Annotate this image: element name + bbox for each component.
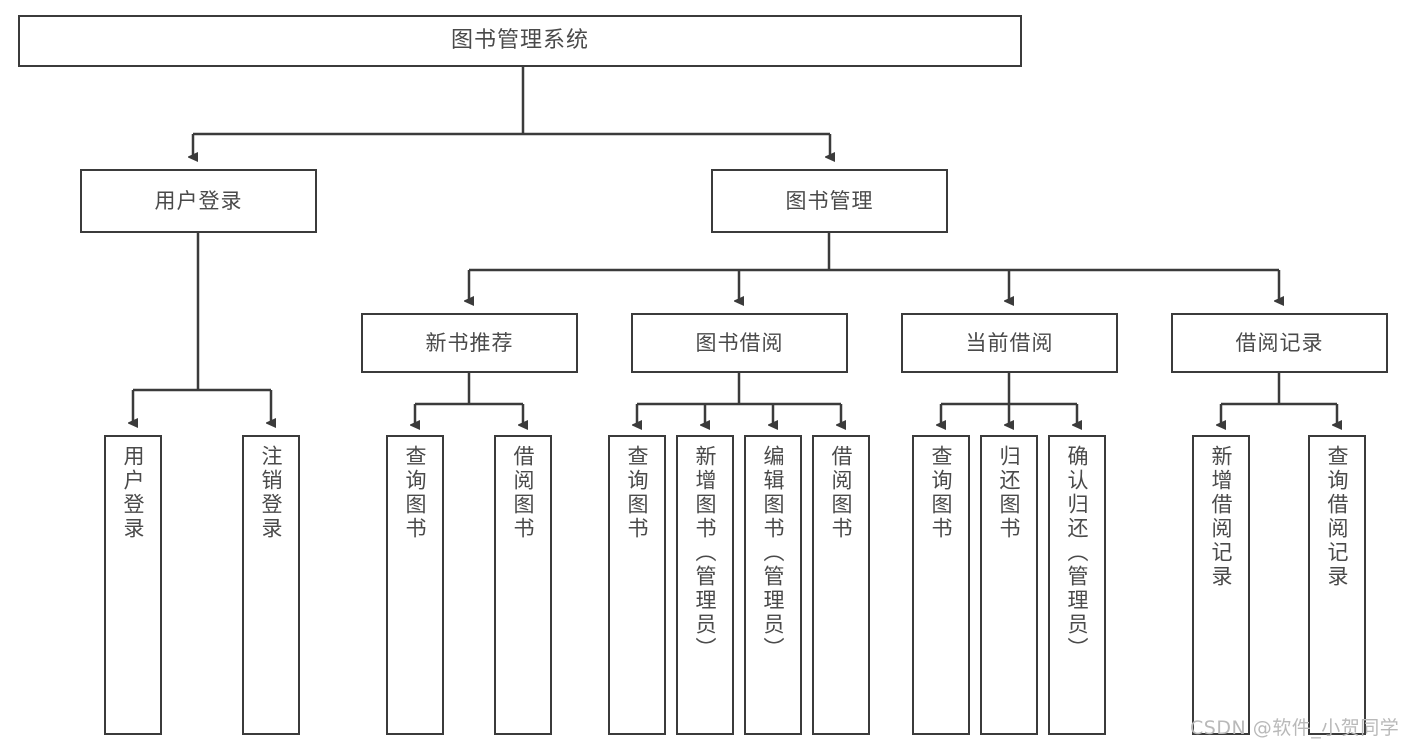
node-label: 借阅记录 bbox=[1235, 330, 1324, 355]
node-label: 查询图书 bbox=[625, 445, 650, 541]
leaf-current-confirm-return[interactable]: 确认归还（管理员） bbox=[1048, 435, 1106, 735]
node-label: 新增借阅记录 bbox=[1209, 445, 1234, 589]
leaf-recommend-query-book[interactable]: 查询图书 bbox=[386, 435, 444, 735]
node-borrow-record[interactable]: 借阅记录 bbox=[1171, 313, 1388, 373]
leaf-user-login[interactable]: 用户登录 bbox=[104, 435, 162, 735]
leaf-current-return-book[interactable]: 归还图书 bbox=[980, 435, 1038, 735]
node-label: 查询借阅记录 bbox=[1325, 445, 1350, 589]
node-book-borrow[interactable]: 图书借阅 bbox=[631, 313, 848, 373]
leaf-borrow-query-book[interactable]: 查询图书 bbox=[608, 435, 666, 735]
node-label: 编辑图书（管理员） bbox=[761, 445, 786, 661]
node-root-system[interactable]: 图书管理系统 bbox=[18, 15, 1022, 67]
leaf-record-add[interactable]: 新增借阅记录 bbox=[1192, 435, 1250, 735]
node-user-login[interactable]: 用户登录 bbox=[80, 169, 317, 233]
node-label: 新书推荐 bbox=[425, 330, 514, 355]
node-label: 当前借阅 bbox=[965, 330, 1054, 355]
leaf-current-query-book[interactable]: 查询图书 bbox=[912, 435, 970, 735]
node-label: 注销登录 bbox=[259, 445, 284, 541]
node-label: 新增图书（管理员） bbox=[693, 445, 718, 661]
leaf-borrow-borrow-book[interactable]: 借阅图书 bbox=[812, 435, 870, 735]
node-label: 确认归还（管理员） bbox=[1065, 445, 1090, 661]
node-label: 图书管理系统 bbox=[450, 28, 589, 54]
leaf-record-query[interactable]: 查询借阅记录 bbox=[1308, 435, 1366, 735]
node-label: 归还图书 bbox=[997, 445, 1022, 541]
leaf-borrow-edit-book[interactable]: 编辑图书（管理员） bbox=[744, 435, 802, 735]
node-label: 用户登录 bbox=[154, 188, 243, 213]
node-current-borrow[interactable]: 当前借阅 bbox=[901, 313, 1118, 373]
node-book-management[interactable]: 图书管理 bbox=[711, 169, 948, 233]
node-new-book-recommend[interactable]: 新书推荐 bbox=[361, 313, 578, 373]
node-label: 用户登录 bbox=[121, 445, 146, 541]
leaf-borrow-add-book[interactable]: 新增图书（管理员） bbox=[676, 435, 734, 735]
csdn-watermark: CSDN @软件_小贺同学 bbox=[1190, 717, 1400, 739]
node-label: 借阅图书 bbox=[829, 445, 854, 541]
node-label: 图书借阅 bbox=[695, 330, 784, 355]
node-label: 借阅图书 bbox=[511, 445, 536, 541]
node-label: 查询图书 bbox=[403, 445, 428, 541]
node-label: 查询图书 bbox=[929, 445, 954, 541]
leaf-user-logout[interactable]: 注销登录 bbox=[242, 435, 300, 735]
leaf-recommend-borrow-book[interactable]: 借阅图书 bbox=[494, 435, 552, 735]
node-label: 图书管理 bbox=[785, 188, 874, 213]
